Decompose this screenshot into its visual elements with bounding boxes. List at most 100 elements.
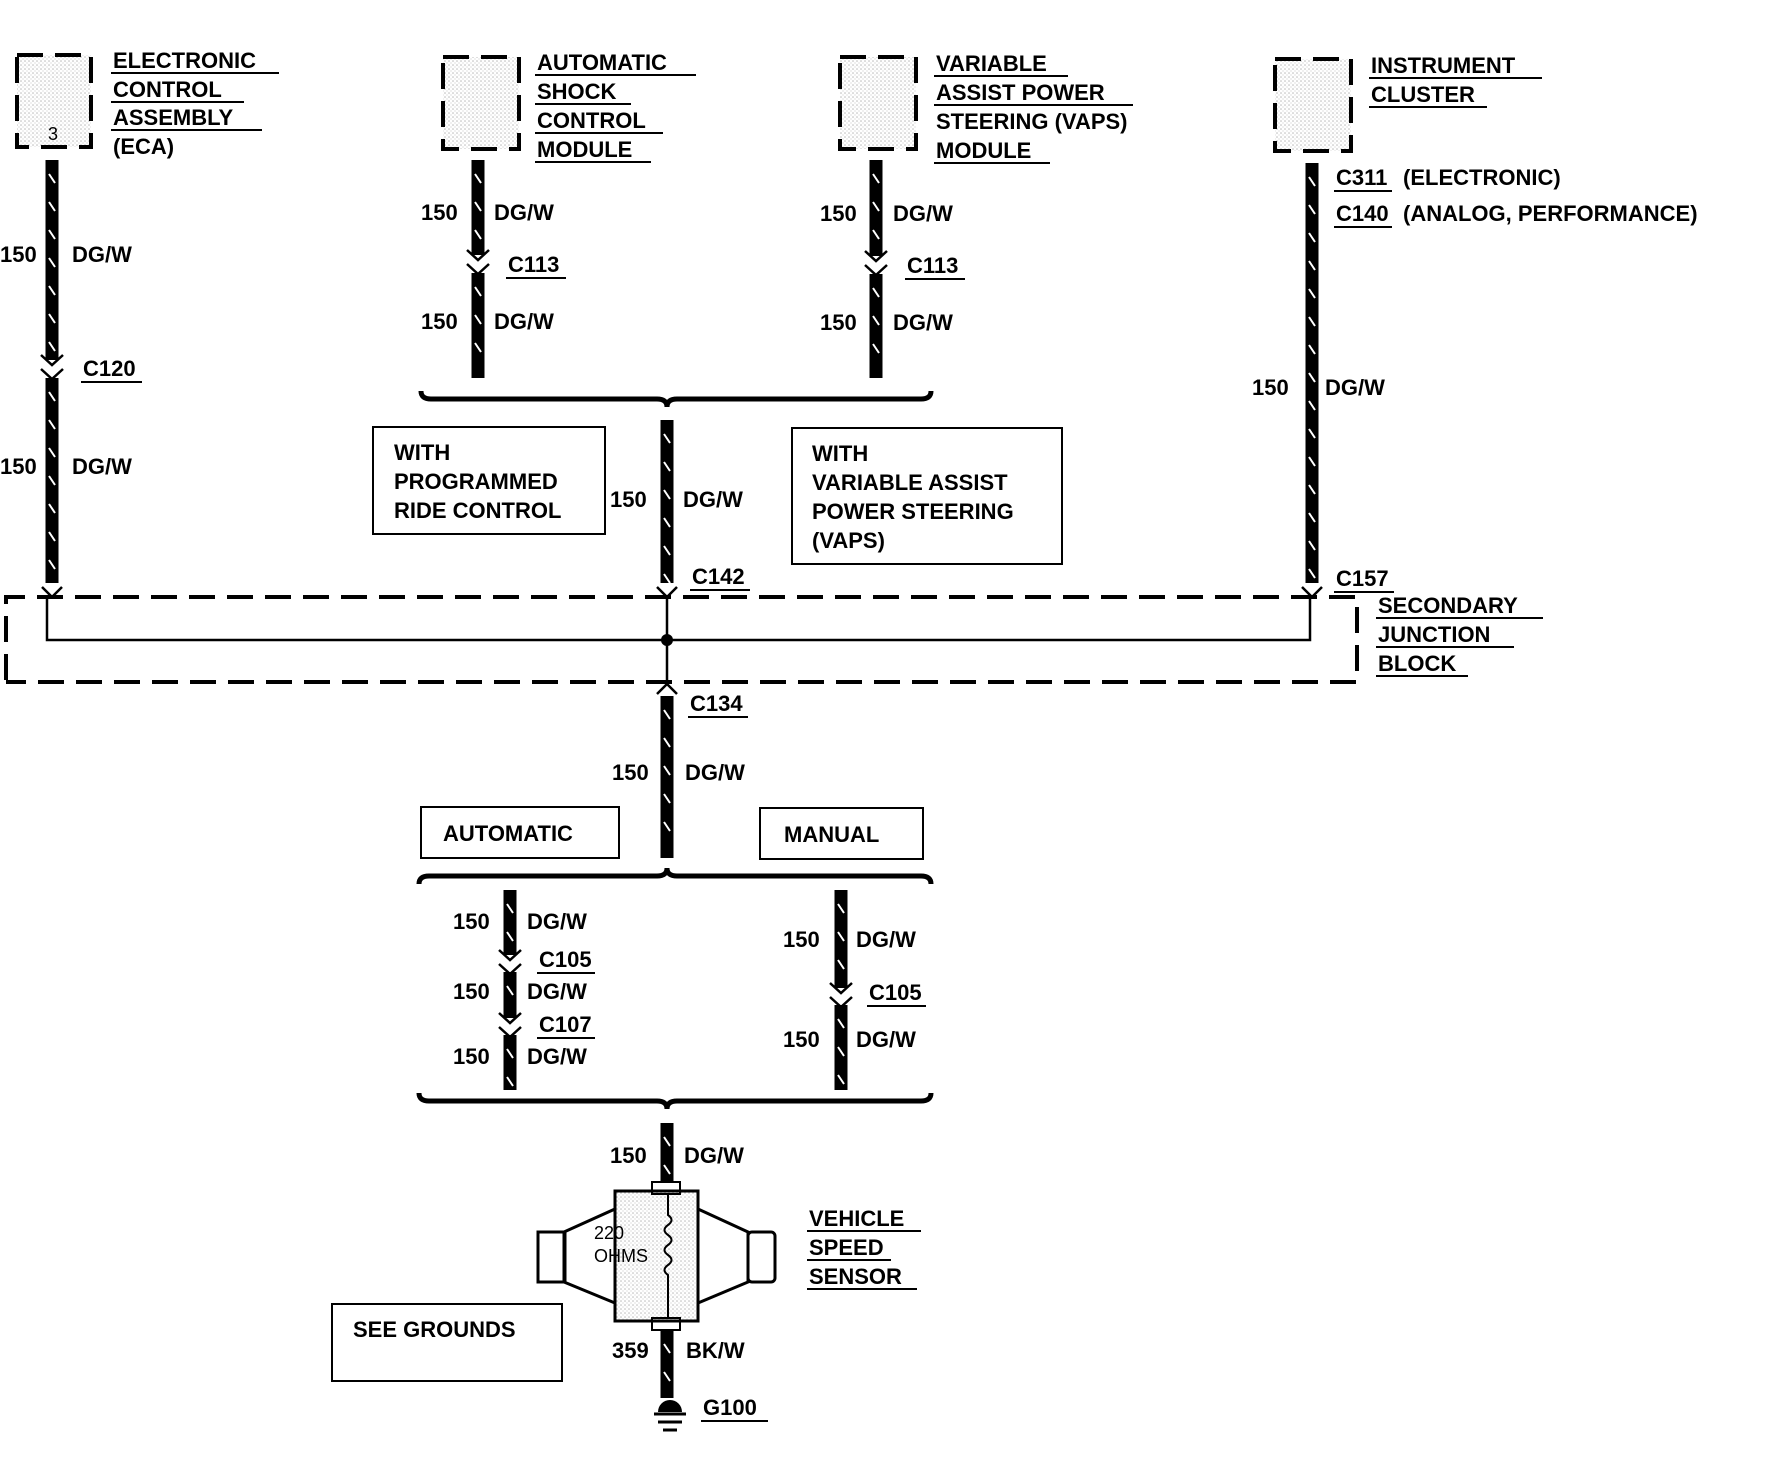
- vss-input-wire-stripe: [663, 1164, 671, 1175]
- shock-label-line4: MODULE: [537, 137, 632, 162]
- vaps-lower-wire-color: DG/W: [893, 310, 953, 335]
- shock-wire-upper-stripe: [474, 173, 482, 184]
- vaps-wire-upper-stripe: [872, 229, 880, 240]
- cluster-wire-stripe: [1308, 344, 1316, 355]
- cluster-wire-stripe: [1308, 456, 1316, 467]
- vaps-c113-connector-icon: [864, 264, 888, 277]
- center-wire-lower-stripe: [663, 709, 671, 720]
- shock-c113-label: C113: [508, 252, 559, 277]
- c134-connector-label: C134: [690, 691, 743, 716]
- eca-wire-upper-stripe: [48, 257, 56, 268]
- instrument-cluster-component: INSTRUMENT CLUSTER: [1273, 53, 1542, 153]
- g100-ground-label: G100: [703, 1395, 757, 1420]
- eca-label-line3: ASSEMBLY: [113, 105, 234, 130]
- eca-wire-upper-stripe: [48, 201, 56, 212]
- vss-resistance-unit: OHMS: [594, 1246, 648, 1266]
- manual-1-wire-color: DG/W: [856, 927, 916, 952]
- vaps-c113-label: C113: [907, 253, 958, 278]
- sjb-label-line2: JUNCTION: [1378, 622, 1490, 647]
- vss-label-line2: SPEED: [809, 1235, 884, 1260]
- eca-pin-number: 3: [48, 124, 58, 144]
- center-upper-circuit-number: 150: [610, 487, 647, 512]
- eca-wire-lower-stripe: [48, 391, 56, 402]
- shock-upper-circuit-number: 150: [421, 200, 458, 225]
- eca-wire-lower-stripe: [48, 419, 56, 430]
- vaps-label-line1: VARIABLE: [936, 51, 1047, 76]
- manual-c105-connector-icon: [829, 982, 853, 995]
- pcr-vaps-bus-bracket: [418, 390, 934, 408]
- vaps-note-line3: POWER STEERING: [812, 499, 1014, 524]
- vaps-note-line2: VARIABLE ASSIST: [812, 470, 1008, 495]
- c311-connector-label: C311: [1336, 165, 1387, 190]
- ground-circuit-number: 359: [612, 1338, 649, 1363]
- vaps-upper-wire-color: DG/W: [893, 201, 953, 226]
- shock-wire-lower-stripe: [474, 342, 482, 353]
- manual-2-wire-color: DG/W: [856, 1027, 916, 1052]
- vaps-label-line3: STEERING (VAPS): [936, 109, 1128, 134]
- shock-wire-upper-stripe: [474, 229, 482, 240]
- vaps-module-component: VARIABLE ASSIST POWER STEERING (VAPS) MO…: [838, 51, 1133, 164]
- cluster-label-line1: INSTRUMENT: [1371, 53, 1516, 78]
- vss-ground-wire-stripe: [663, 1371, 671, 1382]
- vss-ground-wire-stripe: [663, 1343, 671, 1354]
- transmission-lower-bus-bracket: [416, 1092, 934, 1110]
- center-upper-wire-color: DG/W: [683, 487, 743, 512]
- eca-wire-upper-stripe: [48, 285, 56, 296]
- cluster-wire-stripe: [1308, 204, 1316, 215]
- ground-wire-color: BK/W: [686, 1338, 745, 1363]
- vaps-wire-lower-stripe: [872, 315, 880, 326]
- manual-wire-1-stripe: [837, 903, 845, 914]
- vaps-note-line1: WITH: [812, 441, 868, 466]
- cluster-circuit-number: 150: [1252, 375, 1289, 400]
- auto-c107-connector-icon: [498, 1012, 522, 1025]
- cluster-wire-stripe: [1308, 568, 1316, 579]
- auto-wire-1-stripe: [506, 903, 514, 914]
- c140-note: (ANALOG, PERFORMANCE): [1403, 201, 1698, 226]
- c311-note: (ELECTRONIC): [1403, 165, 1561, 190]
- c134-connector-icon: [656, 682, 678, 695]
- manual-wire-1-stripe: [837, 931, 845, 942]
- prc-note-line2: PROGRAMMED: [394, 469, 558, 494]
- auto-c107-label: C107: [539, 1012, 592, 1037]
- eca-wire-lower-stripe: [48, 559, 56, 570]
- eca-wire-lower-stripe: [48, 475, 56, 486]
- eca-upper-wire-color: DG/W: [72, 242, 132, 267]
- cluster-wire-stripe: [1308, 176, 1316, 187]
- center-lower-circuit-number: 150: [612, 760, 649, 785]
- manual-wire-2-stripe: [837, 1018, 845, 1029]
- center-wire-upper-stripe: [663, 573, 671, 584]
- eca-label-line1: ELECTRONIC: [113, 48, 256, 73]
- eca-wire-lower-stripe: [48, 503, 56, 514]
- vaps-wire-lower-stripe: [872, 287, 880, 298]
- vaps-lower-circuit-number: 150: [820, 310, 857, 335]
- sjb-label-line3: BLOCK: [1378, 651, 1456, 676]
- auto-wire-1-stripe: [506, 931, 514, 942]
- auto-wire-2-stripe: [506, 985, 514, 996]
- auto-3-circuit-number: 150: [453, 1044, 490, 1069]
- shock-c113-connector-icon: [466, 263, 490, 276]
- shock-wire-upper-stripe: [474, 201, 482, 212]
- cluster-wire-stripe: [1308, 288, 1316, 299]
- center-wire-lower-stripe: [663, 793, 671, 804]
- center-wire-upper-stripe: [663, 545, 671, 556]
- auto-2-wire-color: DG/W: [527, 979, 587, 1004]
- vss-input-wire-stripe: [663, 1136, 671, 1147]
- cluster-wire-stripe: [1308, 232, 1316, 243]
- vss-resistance-value: 220: [594, 1223, 624, 1243]
- cluster-wire-stripe: [1308, 400, 1316, 411]
- auto-1-wire-color: DG/W: [527, 909, 587, 934]
- manual-1-circuit-number: 150: [783, 927, 820, 952]
- see-grounds-label: SEE GROUNDS: [353, 1317, 516, 1342]
- center-wire-upper-stripe: [663, 461, 671, 472]
- shock-upper-wire-color: DG/W: [494, 200, 554, 225]
- sjb-label-line1: SECONDARY: [1378, 593, 1518, 618]
- manual-wire-2-stripe: [837, 1046, 845, 1057]
- cluster-wire-stripe: [1308, 428, 1316, 439]
- center-wire-upper-stripe: [663, 433, 671, 444]
- vaps-label-line2: ASSIST POWER: [936, 80, 1105, 105]
- manual-note-label: MANUAL: [784, 822, 879, 847]
- shock-lower-circuit-number: 150: [421, 309, 458, 334]
- center-wire-upper-stripe: [663, 517, 671, 528]
- c120-connector-label: C120: [83, 356, 136, 381]
